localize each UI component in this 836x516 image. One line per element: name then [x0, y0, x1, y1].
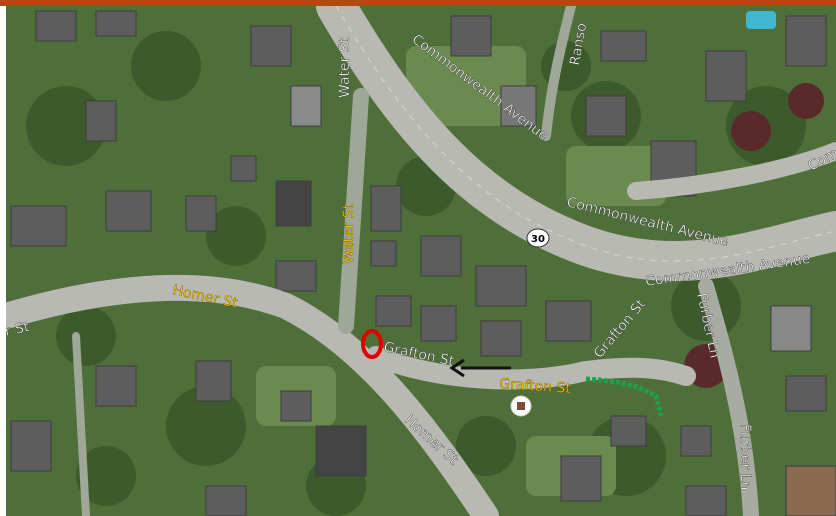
furber-label-2: Furber Ln [737, 424, 753, 490]
ranso-road [541, 6, 576, 141]
place-marker-icon[interactable] [510, 395, 532, 417]
location-marker[interactable] [361, 329, 383, 359]
homer-label-left: r St [6, 319, 31, 340]
direction-arrow [449, 358, 511, 378]
commonwealth-centerline [335, 6, 836, 262]
rooftops [10, 10, 836, 516]
furber-lane-road [698, 278, 759, 516]
left-border [0, 6, 6, 516]
commonwealth-branch-road [627, 142, 836, 200]
driveway-left [72, 332, 90, 516]
pool [746, 11, 776, 29]
ranso-label: Ranso [567, 22, 590, 67]
water-street-label: Water St [341, 203, 357, 264]
grafton-street-label: Grafton St [499, 376, 572, 397]
grafton-street-road [366, 346, 696, 390]
lawns [256, 46, 666, 496]
homer-street-road [6, 274, 499, 516]
route-30-shield: 30 [526, 228, 550, 248]
aerial-map[interactable]: 30 Commonwealth Avenue Commonwealth Aven… [6, 6, 836, 516]
water-street-road [338, 88, 369, 334]
green-path [585, 376, 664, 417]
top-border [0, 0, 836, 6]
route-30-label: 30 [531, 234, 545, 245]
map-canvas: 30 Commonwealth Avenue Commonwealth Aven… [6, 6, 836, 516]
water-label-top: Water St [337, 37, 353, 98]
